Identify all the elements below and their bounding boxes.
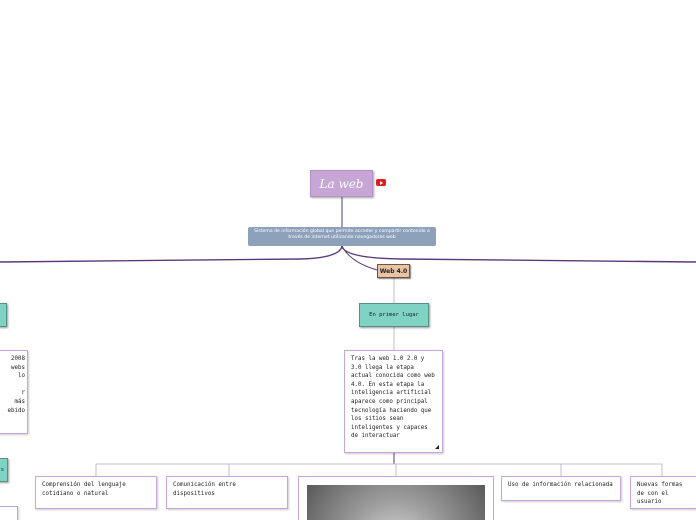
- left-teal-node-2[interactable]: s: [0, 458, 8, 482]
- note-corner-icon: [435, 445, 439, 449]
- main-text-node[interactable]: Tras la web 1.0 2.0 y 3.0 llega la etapa…: [344, 350, 443, 453]
- branch-line-left: [0, 245, 343, 263]
- child-text-2: Comunicación entre dispositivos: [173, 482, 236, 497]
- left-line-3: lo: [18, 373, 25, 380]
- left-bottom-label: s: [0, 467, 4, 473]
- first-node[interactable]: En primer lugar: [359, 303, 429, 327]
- left-line-1: 2008: [11, 356, 25, 362]
- child-text-4: Nuevas formas de con el usuario: [637, 482, 683, 506]
- child-node-1[interactable]: Comprensión del lenguaje cotidiano o nat…: [35, 476, 157, 509]
- first-label: En primer lugar: [369, 312, 419, 318]
- left-line-4: [0, 381, 25, 390]
- youtube-icon[interactable]: [376, 179, 386, 186]
- root-title: La web: [319, 176, 364, 191]
- child-text-1: Comprensión del lenguaje cotidiano o nat…: [42, 482, 126, 497]
- left-line-7: ebido: [7, 407, 25, 414]
- definition-node[interactable]: Sistema de información global que permit…: [248, 227, 436, 246]
- left-text-node[interactable]: 2008 webs lo r más ebido: [0, 350, 28, 434]
- left-line-6: más: [14, 398, 25, 405]
- root-node[interactable]: La web: [310, 170, 373, 197]
- child-node-4[interactable]: Nuevas formas de con el usuario: [630, 476, 696, 509]
- child-node-3[interactable]: Uso de información relacionada: [501, 476, 621, 501]
- left-teal-node[interactable]: [0, 303, 7, 327]
- web40-label: Web 4.0: [379, 267, 408, 275]
- web40-node[interactable]: Web 4.0: [377, 264, 410, 278]
- branch-line-web40: [341, 245, 378, 271]
- branch-line-right: [341, 245, 696, 263]
- left-line-5: r: [21, 390, 26, 397]
- left-bottom-box[interactable]: [0, 506, 18, 520]
- definition-text: Sistema de información global que permit…: [254, 229, 430, 240]
- child-text-3: Uso de información relacionada: [508, 482, 613, 488]
- child-node-2[interactable]: Comunicación entre dispositivos: [166, 476, 288, 509]
- left-line-2: webs: [11, 364, 25, 371]
- image-thumbnail: [307, 485, 485, 520]
- main-text: Tras la web 1.0 2.0 y 3.0 llega la etapa…: [351, 356, 435, 440]
- image-node[interactable]: [298, 476, 494, 520]
